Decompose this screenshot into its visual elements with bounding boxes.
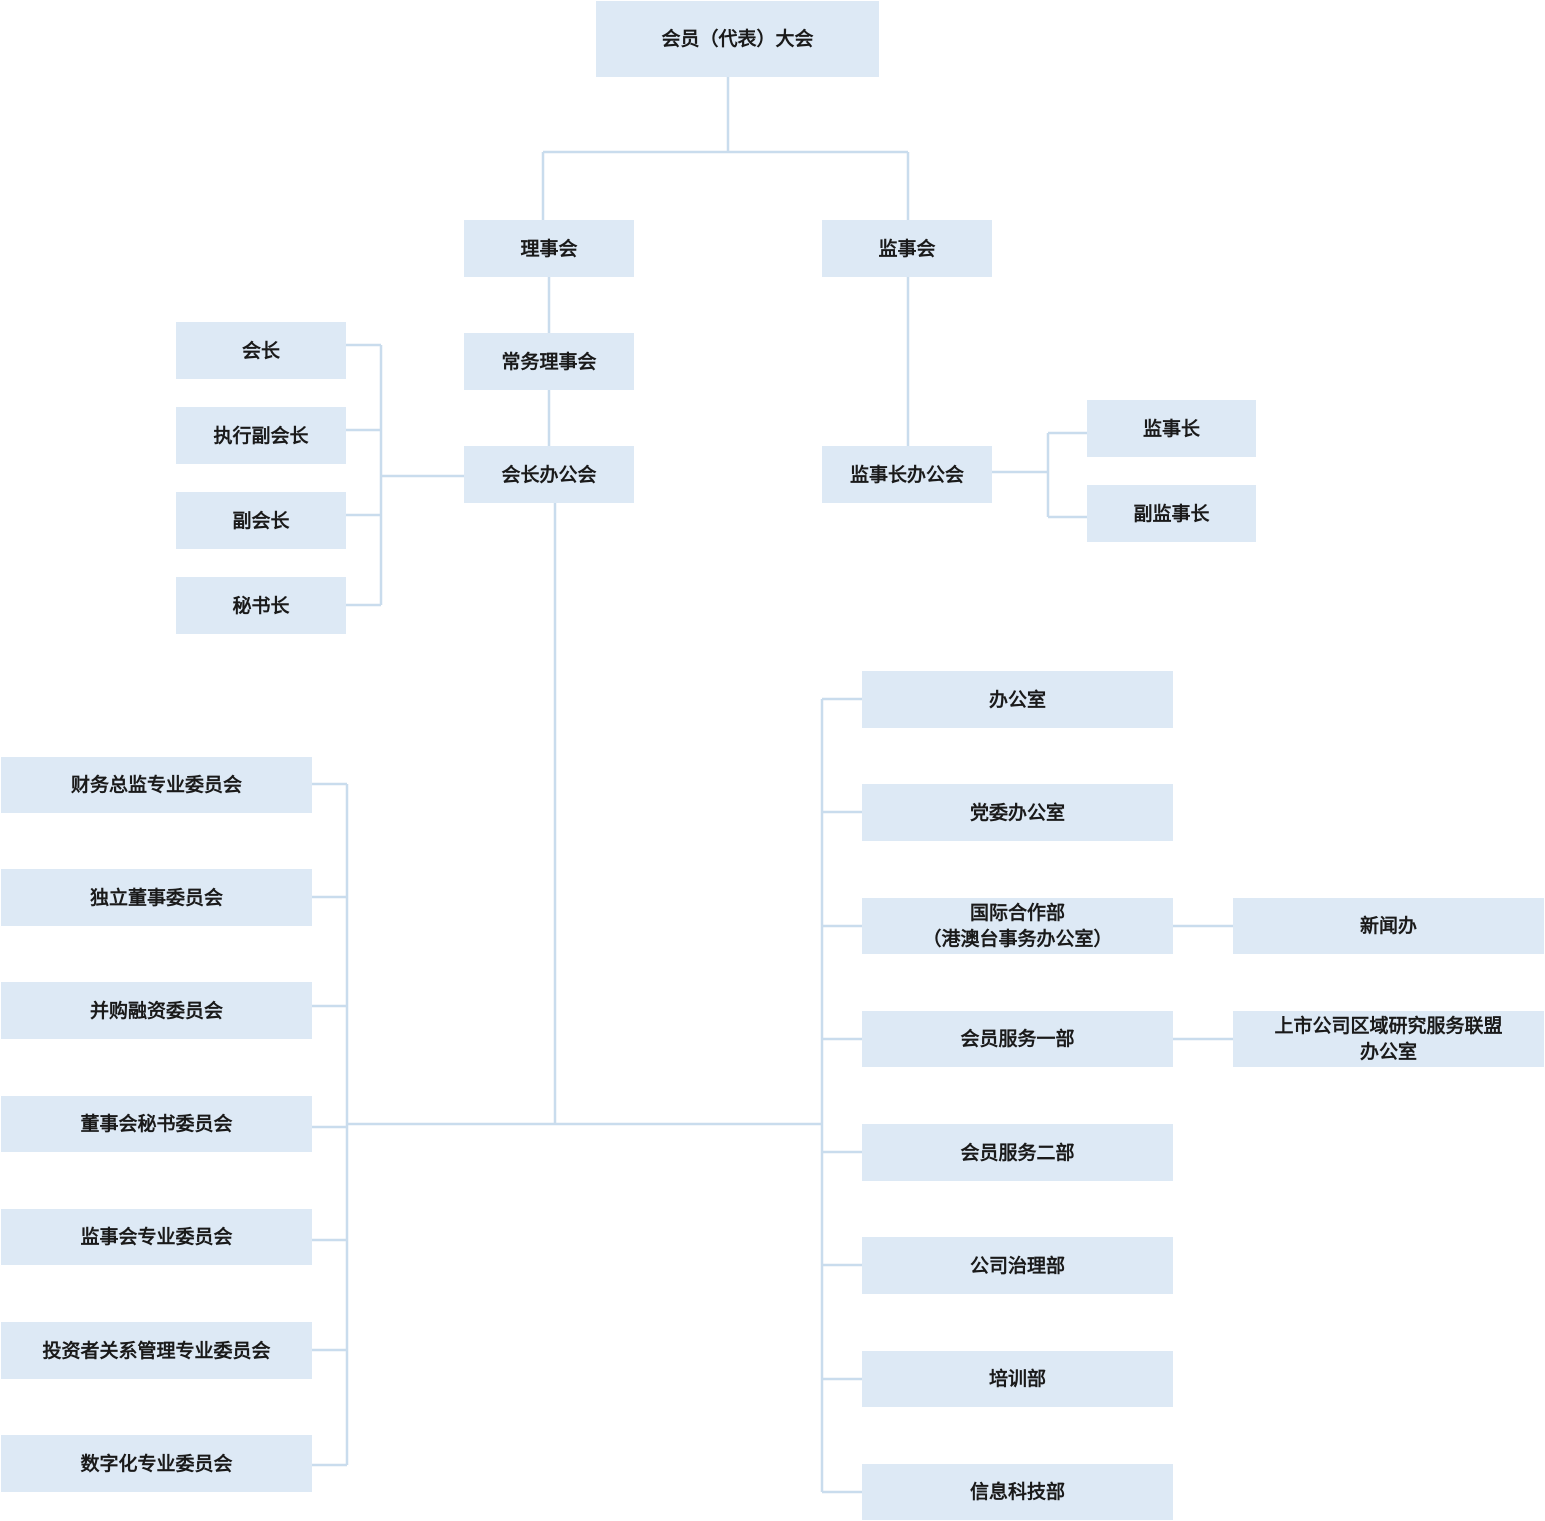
node-committee: 董事会秘书委员会 [1,1096,312,1152]
node-deputy-chief-supervisor: 副监事长 [1087,485,1256,542]
node-label: 副会长 [232,509,290,532]
node-label: 党委办公室 [969,801,1065,824]
node-department: 党委办公室 [862,784,1173,841]
node-committee: 独立董事委员会 [1,869,312,926]
node-committee: 数字化专业委员会 [1,1435,312,1492]
node-standing-council: 常务理事会 [464,333,634,390]
node-department: 国际合作部 （港澳台事务办公室） [862,898,1173,954]
node-label: 监事会专业委员会 [80,1226,233,1248]
node-chief-supervisor: 监事长 [1087,400,1256,457]
node-label: 数字化专业委员会 [80,1452,233,1475]
node-label: 监事长办公会 [849,463,964,486]
node-label: 副监事长 [1133,502,1210,525]
node-general-assembly: 会员（代表）大会 [596,1,879,77]
node-label: 监事长 [1142,417,1200,440]
node-label: 会员服务二部 [960,1141,1075,1164]
node-label-line2: （港澳台事务办公室） [922,928,1113,950]
node-council: 理事会 [464,220,634,277]
node-executive-vice-president: 执行副会长 [176,407,346,464]
node-committee: 财务总监专业委员会 [1,757,312,813]
node-label-line1: 上市公司区域研究服务联盟 [1274,1015,1503,1037]
node-label: 监事会 [878,237,936,260]
node-committee: 并购融资委员会 [1,982,312,1039]
node-label: 会员服务一部 [960,1028,1075,1050]
node-label-line2: 办公室 [1359,1041,1417,1063]
node-department: 办公室 [862,671,1173,728]
node-label: 执行副会长 [213,424,309,447]
node-label: 独立董事委员会 [89,886,223,909]
node-department: 信息科技部 [862,1464,1173,1520]
node-label: 信息科技部 [969,1481,1065,1503]
node-committee: 监事会专业委员会 [1,1209,312,1265]
node-alliance-office: 上市公司区域研究服务联盟 办公室 [1233,1011,1544,1067]
node-department: 会员服务一部 [862,1011,1173,1067]
node-label: 董事会秘书委员会 [80,1113,233,1135]
node-label: 公司治理部 [969,1254,1065,1277]
node-president: 会长 [176,322,346,379]
node-label: 会员（代表）大会 [661,28,814,50]
node-label: 培训部 [988,1368,1046,1390]
node-president-office-meeting: 会长办公会 [464,446,634,503]
node-label: 理事会 [520,237,578,260]
node-committee: 投资者关系管理专业委员会 [1,1322,312,1379]
node-department: 会员服务二部 [862,1124,1173,1181]
node-supervisory-board: 监事会 [822,220,992,277]
node-chief-supervisor-office-meeting: 监事长办公会 [822,446,992,503]
node-label: 秘书长 [232,594,290,617]
node-label: 新闻办 [1359,915,1417,937]
node-label-line1: 国际合作部 [969,902,1065,924]
node-label: 办公室 [988,688,1046,711]
node-department: 培训部 [862,1351,1173,1407]
node-label: 财务总监专业委员会 [70,774,242,796]
node-label: 会长 [241,339,280,362]
node-label: 会长办公会 [501,463,597,486]
node-label: 并购融资委员会 [89,999,223,1022]
node-vice-president: 副会长 [176,492,346,549]
node-press-office: 新闻办 [1233,898,1544,954]
node-department: 公司治理部 [862,1237,1173,1294]
node-secretary-general: 秘书长 [176,577,346,634]
node-label: 常务理事会 [501,350,597,373]
node-label: 投资者关系管理专业委员会 [42,1339,271,1362]
